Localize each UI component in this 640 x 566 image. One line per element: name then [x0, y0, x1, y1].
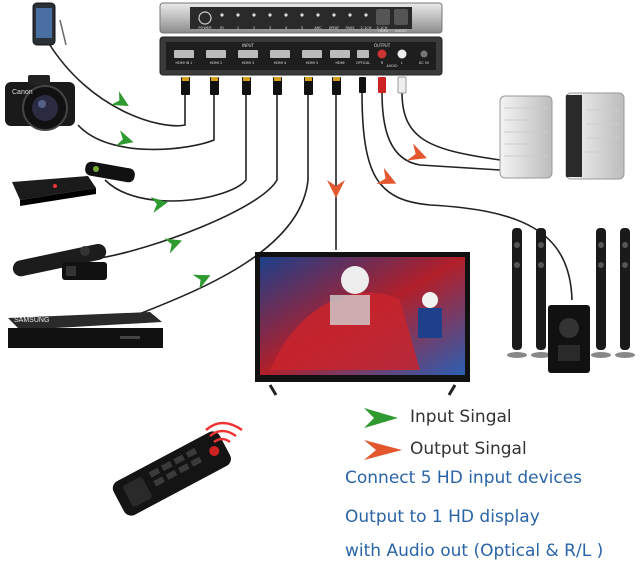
home-theater-icon: [507, 228, 635, 373]
tv-icon: [255, 252, 470, 396]
bluray-player-icon: SAMSUNG: [8, 312, 163, 348]
switch-front-label: POWER: [198, 26, 212, 30]
speaker-icon: [499, 92, 625, 180]
input-arrow-icon: [164, 238, 183, 254]
input-arrows: [111, 91, 211, 290]
switch-front-label: SPDIF: [329, 26, 339, 30]
switch-front-label: HDMI: [378, 29, 388, 33]
caption-line-3: with Audio out (Optical & R/L ): [345, 541, 604, 561]
streaming-stick-icon: [12, 243, 107, 280]
switch-front-label: PASS: [346, 26, 356, 30]
ir-signal-icon: [205, 421, 243, 444]
output-arrow-icon: [327, 180, 345, 198]
remote-control-icon: [112, 421, 243, 516]
input-arrow-icon: [115, 130, 134, 146]
switch-rear-label: HDMI IN 1: [176, 61, 193, 65]
switch-rear-label: HDMI: [335, 61, 344, 65]
camera-brand: Canon: [12, 89, 33, 96]
hdmi-switch-rear: INPUT OUTPUT HDMI IN 1 HDMI 2 HDMI 3 HDMI 4 H…: [159, 36, 443, 76]
switch-rear-group-label: OUTPUT: [374, 43, 391, 48]
switch-front-label: 2.1CH: [361, 26, 372, 30]
switch-front-label: IR: [220, 26, 224, 30]
caption-line-2: Output to 1 HD display: [345, 507, 540, 527]
hdmi-select-button: [376, 9, 390, 25]
switch-front-label: 4: [285, 26, 288, 30]
output-arrow-icon: [406, 143, 427, 161]
input-arrow-icon: [192, 274, 211, 290]
switch-front-label: 5.1CH: [377, 26, 388, 30]
switch-rear-label: DC 5V: [419, 61, 430, 65]
power-button-icon: [198, 11, 212, 25]
legend-input-arrow-icon: [364, 408, 398, 428]
media-player-icon: [12, 161, 135, 206]
input-arrow-icon: [111, 91, 129, 106]
switch-rear-group-label: INPUT: [242, 43, 255, 48]
input-arrow-icon: [150, 197, 168, 213]
switch-front-label: 5: [301, 26, 303, 30]
switch-rear-label: HDMI 4: [274, 61, 286, 65]
switch-front-label: AUDIO: [395, 29, 407, 33]
switch-front-label: 1: [237, 26, 239, 30]
output-arrows: [327, 143, 427, 198]
legend-output-arrow-icon: [364, 440, 402, 460]
caption-line-1: Connect 5 HD input devices: [345, 468, 583, 488]
switch-rear-label: OPTICAL: [356, 61, 370, 65]
switch-rear-label: HDMI 3: [242, 61, 254, 65]
switch-rear-label: AUDIO: [386, 64, 397, 68]
switch-rear-label: HDMI 2: [210, 61, 222, 65]
switch-front-label: 3: [269, 26, 271, 30]
cables: [47, 41, 573, 323]
switch-front-label: ARC: [314, 26, 322, 30]
audio-select-button: [394, 9, 408, 25]
camera-icon: Canon: [5, 75, 75, 131]
switch-rear-label: R: [381, 61, 384, 65]
output-arrow-icon: [376, 167, 397, 185]
switch-front-label: 2: [253, 26, 255, 30]
switch-rear-label: HDMI 5: [306, 61, 318, 65]
bluray-brand: SAMSUNG: [14, 317, 49, 324]
legend-input-label: Input Singal: [410, 407, 512, 427]
cable-plugs: [181, 76, 407, 95]
smartphone-icon: [32, 2, 67, 46]
legend-output-label: Output Singal: [410, 439, 527, 459]
switch-rear-label: L: [401, 61, 403, 65]
